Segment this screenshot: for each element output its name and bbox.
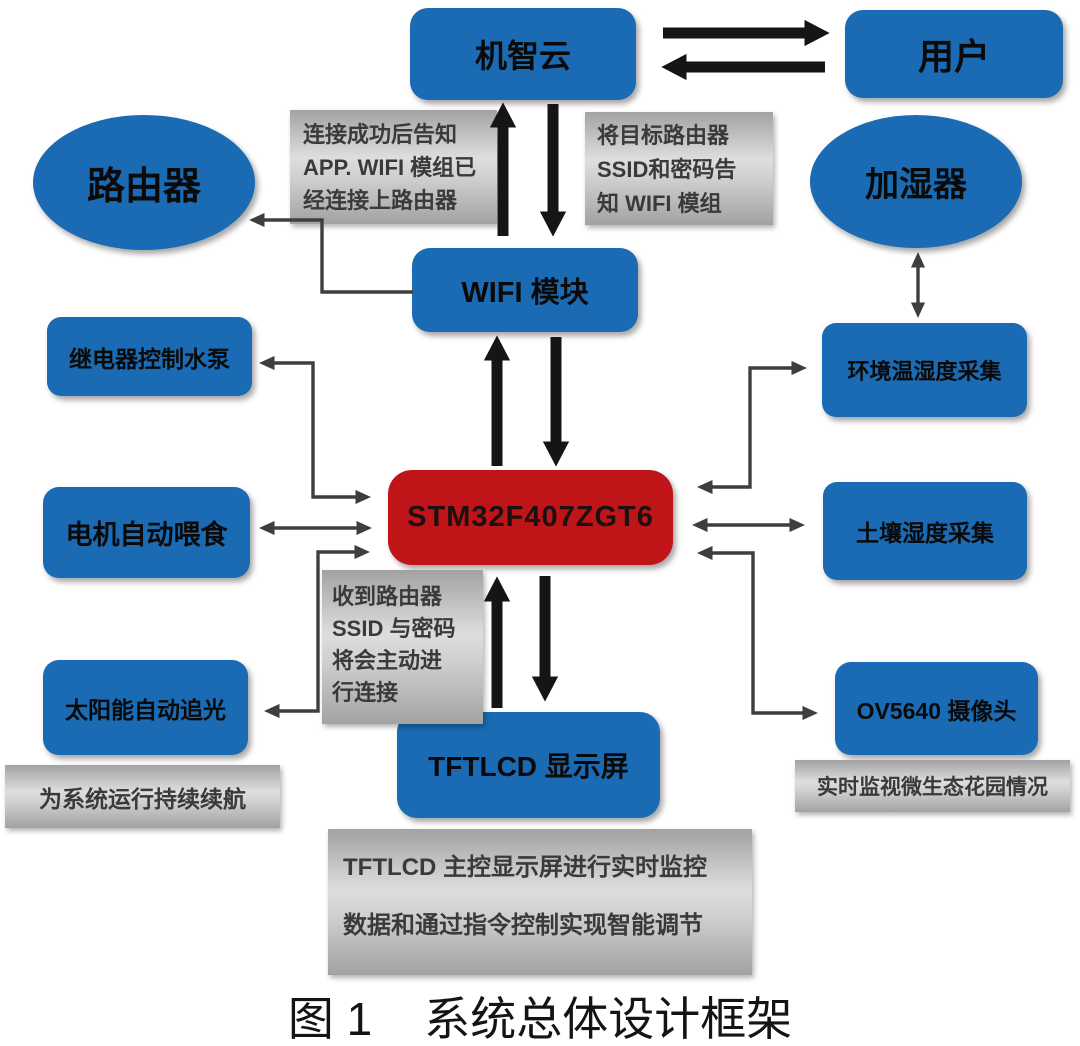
note-router-credentials: 将目标路由器 SSID和密码告 知 WIFI 模组 <box>585 112 773 225</box>
node-humidifier-label: 加湿器 <box>865 166 967 204</box>
node-tftlcd-label: TFTLCD 显示屏 <box>428 751 629 782</box>
node-tftlcd: TFTLCD 显示屏 <box>397 712 660 818</box>
note-app-notify-line2: APP. WIFI 模组已 <box>303 155 477 180</box>
node-gizwits-cloud-label: 机智云 <box>474 38 571 74</box>
node-soil-sensor: 土壤湿度采集 <box>823 482 1027 580</box>
note-auto-connect-line3: 将会主动进 <box>332 648 443 673</box>
node-soil-sensor-label: 土壤湿度采集 <box>856 520 994 546</box>
node-stm32-mcu-label: STM32F407ZGT6 <box>407 501 654 533</box>
note-camera-monitor-text: 实时监视微生态花园情况 <box>817 776 1048 799</box>
node-wifi-module: WIFI 模块 <box>412 248 638 332</box>
arrow-mcu-relay-pump <box>259 355 371 505</box>
node-router-label: 路由器 <box>86 166 201 208</box>
note-auto-connect-line1: 收到路由器 <box>332 584 443 609</box>
node-router: 路由器 <box>33 115 255 250</box>
arrow-mcu-camera <box>697 545 818 721</box>
note-camera-monitor: 实时监视微生态花园情况 <box>795 760 1070 812</box>
node-camera-label: OV5640 摄像头 <box>856 697 1017 724</box>
node-relay-pump-label: 继电器控制水泵 <box>69 345 230 372</box>
node-env-sensor-label: 环境温湿度采集 <box>847 359 1002 384</box>
note-auto-connect-line2: SSID 与密码 <box>332 616 456 641</box>
note-auto-connect: 收到路由器 SSID 与密码 将会主动进 行连接 <box>322 570 483 724</box>
note-tftlcd-monitor-line1: TFTLCD 主控显示屏进行实时监控 <box>343 854 707 881</box>
node-motor-feed: 电机自动喂食 <box>43 487 250 578</box>
node-env-sensor: 环境温湿度采集 <box>822 323 1027 417</box>
figure-caption-prefix: 图 1 <box>287 993 373 1045</box>
note-app-notify-line3: 经连接上路由器 <box>303 188 458 213</box>
arrow-wifi-to-router <box>249 212 413 294</box>
note-solar-endurance-text: 为系统运行持续续航 <box>39 785 246 812</box>
note-tftlcd-monitor: TFTLCD 主控显示屏进行实时监控 数据和通过指令控制实现智能调节 <box>328 829 752 975</box>
node-wifi-module-label: WIFI 模块 <box>461 277 589 309</box>
figure-caption: 图 1 系统总体设计框架 <box>0 983 1080 1046</box>
note-auto-connect-line4: 行连接 <box>332 680 399 705</box>
node-motor-feed-label: 电机自动喂食 <box>65 520 228 550</box>
note-tftlcd-monitor-line2: 数据和通过指令控制实现智能调节 <box>343 912 703 939</box>
node-solar-track: 太阳能自动追光 <box>43 660 248 755</box>
figure-caption-title: 系统总体设计框架 <box>424 993 793 1045</box>
note-router-credentials-line1: 将目标路由器 <box>597 123 730 148</box>
node-user: 用户 <box>845 10 1063 98</box>
note-solar-endurance: 为系统运行持续续航 <box>5 765 280 828</box>
node-humidifier: 加湿器 <box>810 115 1022 248</box>
node-camera: OV5640 摄像头 <box>835 662 1038 755</box>
node-gizwits-cloud: 机智云 <box>410 8 636 100</box>
arrow-mcu-env-sensor <box>697 360 807 495</box>
node-solar-track-label: 太阳能自动追光 <box>65 696 226 723</box>
note-app-notify: 连接成功后告知 APP. WIFI 模组已 经连接上路由器 <box>290 110 497 224</box>
node-stm32-mcu: STM32F407ZGT6 <box>388 470 673 565</box>
note-app-notify-line1: 连接成功后告知 <box>303 122 458 147</box>
note-router-credentials-line2: SSID和密码告 <box>597 157 737 182</box>
node-relay-pump: 继电器控制水泵 <box>47 317 252 396</box>
node-user-label: 用户 <box>917 36 990 77</box>
note-router-credentials-line3: 知 WIFI 模组 <box>597 191 722 216</box>
